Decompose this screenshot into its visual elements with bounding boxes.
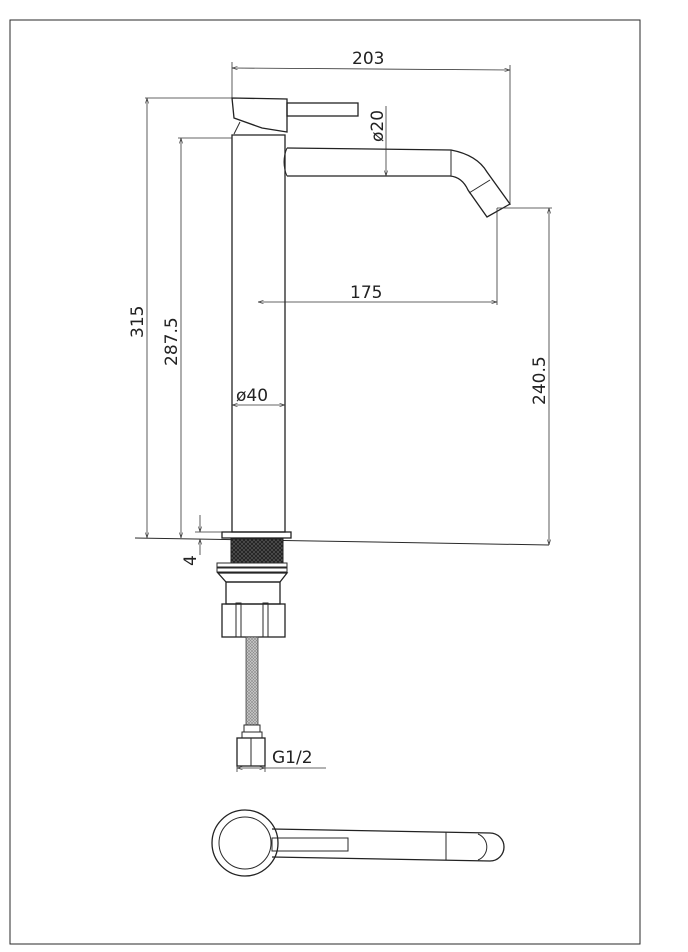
handle: [231, 97, 359, 135]
dim-spout-reach: 175: [350, 283, 382, 303]
dim-spout-diameter: ø20: [368, 110, 388, 142]
base-plate: [221, 531, 292, 539]
dim-overall-width: 203: [352, 49, 384, 69]
spout: [283, 147, 511, 218]
dim-body-height: 287.5: [162, 317, 182, 366]
threaded-shank: [230, 538, 284, 564]
dim-body-diameter: ø40: [236, 386, 268, 406]
hose-connector: [236, 724, 266, 767]
dim-overall-height: 315: [128, 306, 148, 338]
dim-outlet-height: 240.5: [530, 356, 550, 405]
dim-base-thickness: 4: [181, 555, 201, 566]
countertop-line: [134, 537, 550, 546]
drawing-frame: [9, 19, 641, 945]
dim-connection-thread: G1/2: [272, 748, 313, 768]
washers: [216, 562, 288, 573]
fixing-nut: [216, 572, 289, 638]
top-view: [211, 809, 505, 877]
dimension-lines: [145, 62, 552, 772]
braided-hose: [245, 636, 259, 726]
faucet-body: [231, 134, 286, 533]
